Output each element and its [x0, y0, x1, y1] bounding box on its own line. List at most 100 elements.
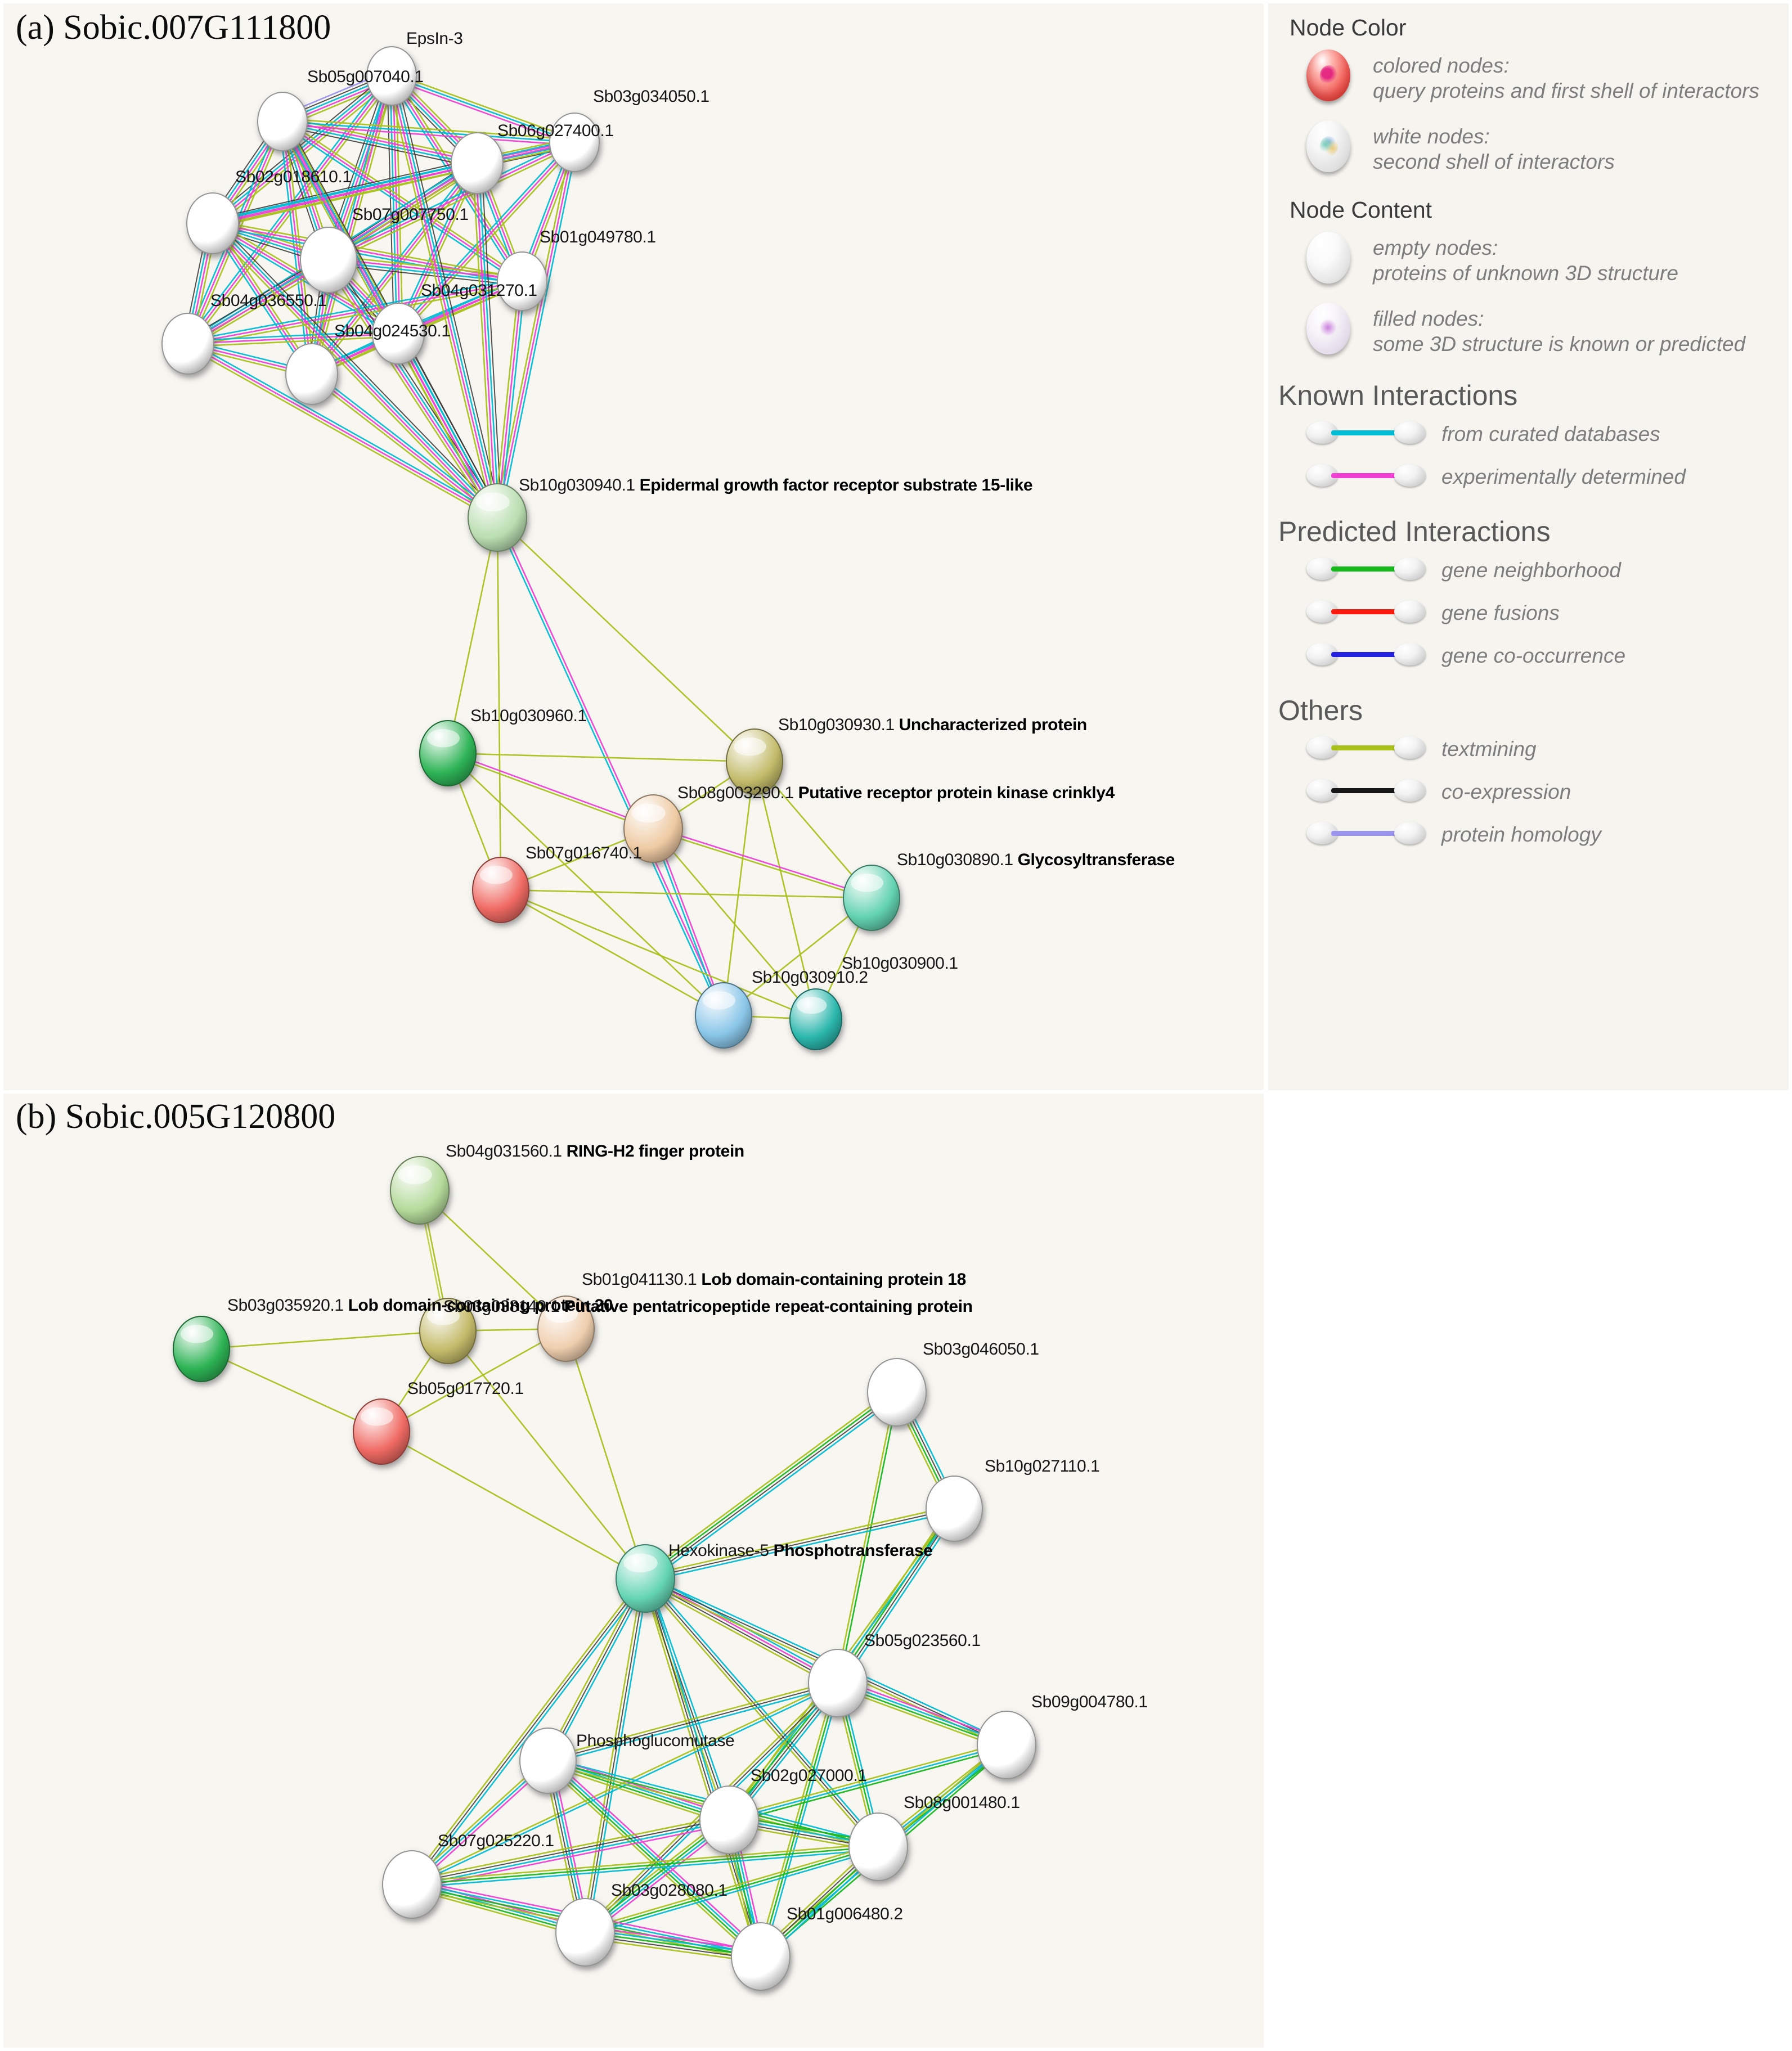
- protein-node[interactable]: [161, 313, 214, 375]
- protein-node[interactable]: [867, 1358, 927, 1427]
- network-edge: [412, 1823, 730, 1890]
- protein-node[interactable]: [623, 794, 683, 863]
- node-label: Sb05g023560.1: [864, 1631, 981, 1650]
- protein-node[interactable]: [497, 251, 547, 311]
- protein-node[interactable]: [926, 1476, 983, 1542]
- node-label: Sb06g027400.1: [497, 122, 614, 141]
- protein-node[interactable]: [519, 1728, 577, 1794]
- legend-edge-row: [1306, 641, 1498, 667]
- protein-node[interactable]: [390, 1156, 450, 1225]
- node-label-description: Uncharacterized protein: [899, 716, 1088, 734]
- protein-node[interactable]: [419, 720, 477, 786]
- network-edge: [284, 119, 402, 333]
- protein-node[interactable]: [555, 1898, 615, 1967]
- node-label-id: Sb03g046050.1: [923, 1340, 1039, 1359]
- node-highlight: [168, 321, 199, 339]
- protein-node[interactable]: [789, 988, 842, 1050]
- protein-node[interactable]: [468, 483, 527, 552]
- network-edge: [408, 1576, 644, 1883]
- node-label-id: Sb04g031270.1: [421, 281, 537, 300]
- node-highlight: [703, 991, 735, 1010]
- network-edge: [210, 225, 398, 337]
- legend-item-label: gene fusions: [1441, 601, 1560, 624]
- protein-node[interactable]: [173, 1316, 230, 1382]
- legend-item-label: textmining: [1441, 737, 1537, 761]
- protein-node[interactable]: [808, 1649, 868, 1717]
- node-highlight: [985, 1720, 1019, 1739]
- node-label: Sb10g030890.1 Glycosyltransferase: [897, 851, 1175, 870]
- network-edge: [215, 219, 501, 515]
- legend-section-heading: Node Content: [1290, 197, 1432, 223]
- network-edge: [646, 1576, 881, 1846]
- protein-node[interactable]: [285, 343, 338, 405]
- network-edge: [729, 1744, 1007, 1821]
- network-edge: [411, 1846, 879, 1886]
- protein-node[interactable]: [372, 303, 425, 365]
- node-label-description: Glycosyltransferase: [1017, 851, 1175, 869]
- node-highlight: [875, 1367, 909, 1387]
- node-label-id: Sb07g025220.1: [438, 1832, 554, 1850]
- protein-node[interactable]: [616, 1544, 675, 1613]
- network-edge: [390, 78, 574, 146]
- protein-node[interactable]: [382, 1850, 442, 1919]
- network-edge: [326, 260, 497, 519]
- protein-node[interactable]: [419, 1298, 477, 1364]
- network-edge: [186, 345, 497, 521]
- protein-node[interactable]: [257, 92, 308, 151]
- network-edge: [381, 1328, 567, 1433]
- legend-node-icon: [1394, 464, 1426, 487]
- network-edge: [647, 1395, 900, 1583]
- network-edge: [447, 754, 653, 831]
- network-edge: [387, 77, 494, 519]
- network-edge: [282, 123, 574, 146]
- panel-a-graph: [161, 46, 900, 1050]
- node-highlight: [739, 1931, 773, 1951]
- protein-node[interactable]: [366, 46, 417, 106]
- network-edge: [500, 889, 816, 1020]
- node-label-id: Sb02g027000.1: [751, 1766, 867, 1785]
- protein-node[interactable]: [186, 192, 239, 254]
- protein-node[interactable]: [848, 1812, 908, 1881]
- protein-node[interactable]: [699, 1785, 759, 1854]
- legend-edge-row: [1306, 420, 1498, 446]
- network-edge: [400, 164, 480, 335]
- node-label-id: Sb09g004780.1: [1031, 1693, 1148, 1711]
- node-label-id: Sb10g030890.1: [897, 851, 1013, 869]
- legend-item-line1: colored nodes:: [1373, 54, 1510, 77]
- legend-node-icon: [1394, 421, 1426, 444]
- node-label-id: Sb04g036550.1: [210, 291, 327, 310]
- network-edge: [447, 517, 498, 754]
- node-label-id: Sb10g030930.1: [778, 716, 895, 734]
- network-edge: [213, 219, 523, 280]
- protein-node[interactable]: [977, 1711, 1036, 1779]
- protein-node[interactable]: [695, 982, 752, 1049]
- legend-item-label: co-expression: [1441, 780, 1571, 803]
- network-edge: [187, 280, 523, 345]
- node-label: Sb02g027000.1: [751, 1766, 867, 1785]
- edge-swatch-icon: [1331, 788, 1400, 793]
- empty-node-icon: [1306, 232, 1350, 284]
- network-edge: [723, 897, 872, 1016]
- node-label-id: Sb10g030910.2: [752, 968, 868, 987]
- protein-node[interactable]: [726, 728, 783, 795]
- network-edge: [546, 1761, 761, 1958]
- protein-node[interactable]: [451, 132, 504, 194]
- network-edge: [838, 1392, 899, 1684]
- node-highlight: [856, 1821, 891, 1841]
- network-edge: [331, 257, 502, 516]
- network-edge: [645, 1576, 839, 1683]
- network-edge: [329, 144, 576, 263]
- node-label: Sb10g030900.1: [842, 954, 958, 973]
- protein-node[interactable]: [731, 1922, 791, 1991]
- network-edge: [393, 335, 495, 520]
- legend-item-line1: filled nodes:: [1373, 307, 1484, 330]
- protein-node[interactable]: [353, 1398, 410, 1465]
- protein-node[interactable]: [549, 113, 600, 172]
- network-edge: [395, 74, 502, 517]
- network-edge: [412, 1848, 879, 1888]
- protein-node[interactable]: [537, 1296, 595, 1362]
- protein-node[interactable]: [300, 227, 357, 293]
- protein-node[interactable]: [843, 865, 900, 931]
- protein-node[interactable]: [472, 857, 529, 923]
- legend-section-heading: Predicted Interactions: [1278, 516, 1551, 547]
